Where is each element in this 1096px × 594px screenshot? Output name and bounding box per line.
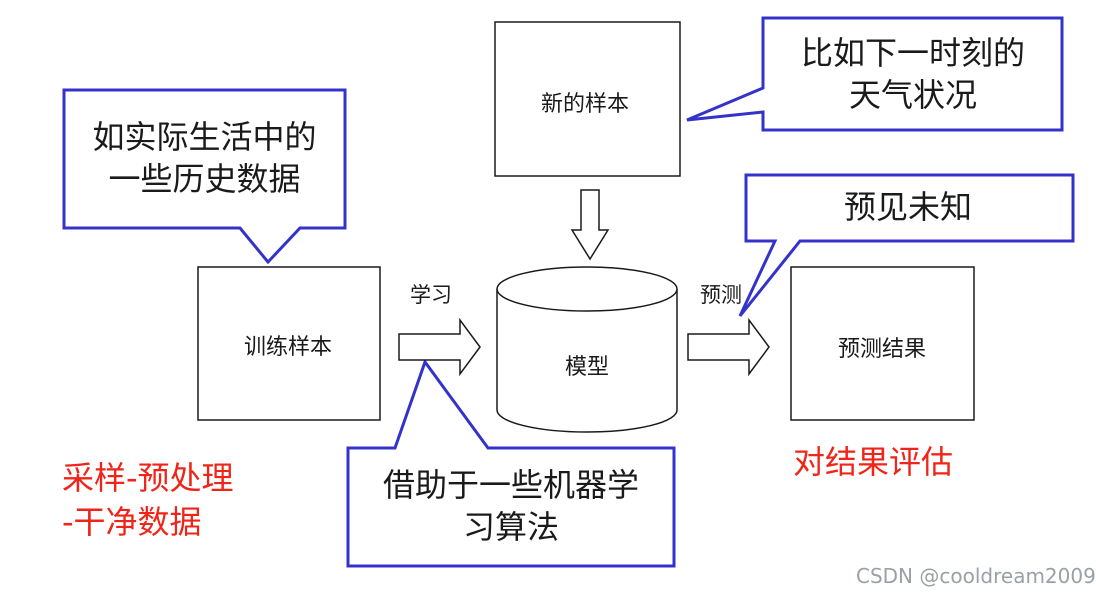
callout-algorithms-text: 借助于一些机器学 习算法	[352, 464, 670, 548]
predict-arrow	[687, 317, 770, 377]
preprocess-note: 采样-预处理 -干净数据	[62, 456, 234, 544]
callout-algorithms-bubble	[346, 358, 676, 568]
callout-next-moment-line-2: 天气状况	[848, 76, 977, 114]
training-sample-box	[197, 266, 381, 421]
preprocess-note-line-1: 采样-预处理	[62, 459, 234, 497]
preprocess-note-line-2: -干净数据	[62, 503, 202, 541]
callout-foresee-text: 预见未知	[843, 188, 972, 226]
model-label: 模型	[565, 355, 610, 380]
training-sample-label: 训练样本	[244, 335, 333, 360]
learn-edge-label: 学习	[410, 283, 452, 307]
callout-next-moment-text: 比如下一时刻的 天气状况	[774, 32, 1052, 116]
callout-historical-data-line-2: 一些历史数据	[108, 160, 301, 198]
predict-edge-label: 预测	[700, 283, 742, 307]
csdn-watermark: CSDN @cooldream2009	[856, 564, 1096, 588]
callout-next-moment-bubble	[686, 16, 1064, 132]
callout-historical-data-text: 如实际生活中的 一些历史数据	[64, 116, 345, 200]
callout-historical-data-line-1: 如实际生活中的	[92, 118, 317, 156]
new-sample-label: 新的样本	[541, 92, 630, 117]
callout-algorithms-line-1: 借助于一些机器学	[382, 466, 639, 504]
callout-historical-data-bubble	[62, 88, 347, 265]
learn-arrow	[398, 317, 481, 377]
callout-foresee-bubble	[738, 173, 1075, 317]
callout-next-moment-line-1: 比如下一时刻的	[800, 34, 1025, 72]
model-cylinder	[496, 266, 678, 433]
callout-algorithms-line-2: 习算法	[462, 508, 559, 546]
prediction-result-label: 预测结果	[838, 337, 927, 362]
prediction-result-box	[790, 266, 975, 421]
evaluate-note: 对结果评估	[793, 443, 954, 481]
down-arrow	[570, 189, 610, 261]
new-sample-box	[494, 21, 681, 177]
